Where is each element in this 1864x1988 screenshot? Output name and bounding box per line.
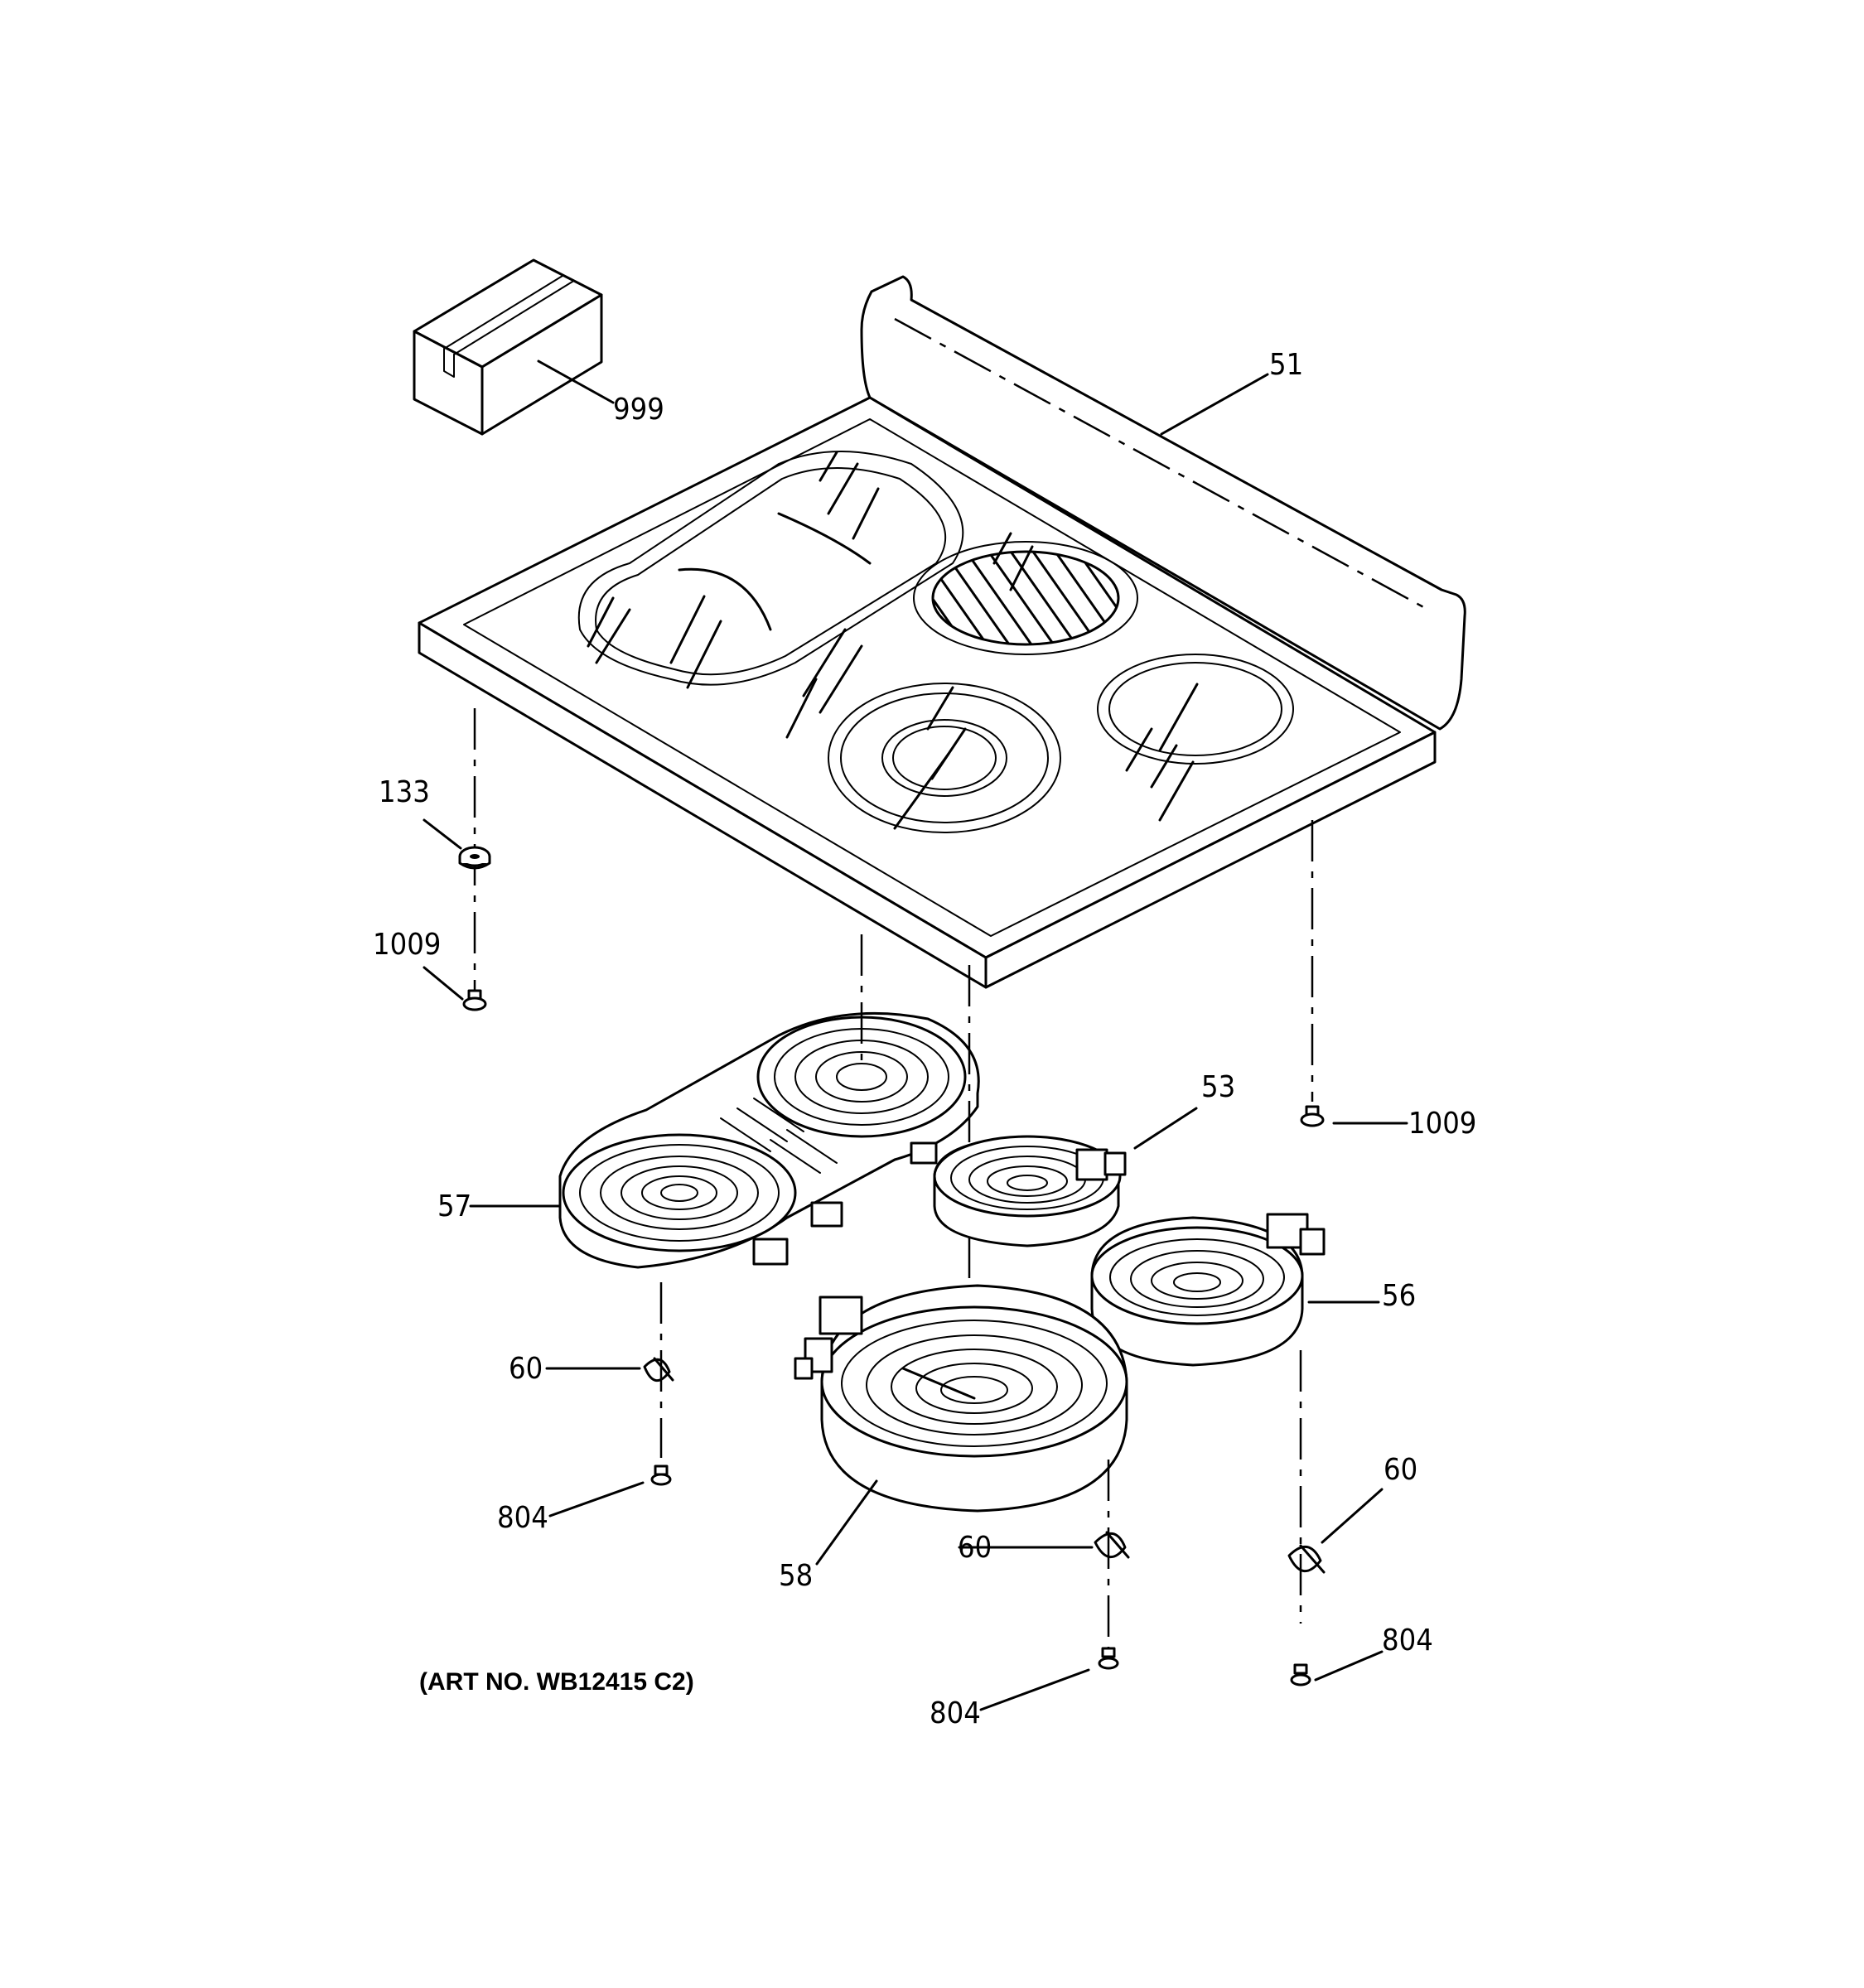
callout-999: 999 bbox=[613, 393, 664, 427]
callout-804-left: 804 bbox=[497, 1501, 548, 1535]
callout-58: 58 bbox=[779, 1559, 813, 1593]
clip-left bbox=[643, 1357, 674, 1382]
leader-lines bbox=[423, 359, 1408, 1711]
callout-1009-left: 1009 bbox=[373, 928, 441, 962]
callout-60-left: 60 bbox=[509, 1352, 543, 1386]
cooktop-main-top bbox=[418, 275, 1466, 989]
right-fastener bbox=[1300, 820, 1325, 1127]
radiant-element-53 bbox=[933, 1135, 1127, 1247]
callout-804-right: 804 bbox=[1382, 1624, 1433, 1657]
art-number: (ART NO. WB12415 C2) bbox=[419, 1668, 694, 1696]
callout-53: 53 bbox=[1201, 1070, 1235, 1104]
callout-1009-right: 1009 bbox=[1408, 1107, 1476, 1141]
screw-right bbox=[1290, 1663, 1311, 1686]
clip-center bbox=[1094, 1531, 1130, 1559]
callout-51: 51 bbox=[1269, 348, 1303, 382]
callout-60-center: 60 bbox=[958, 1531, 992, 1565]
clip-right bbox=[1287, 1544, 1326, 1574]
left-fastener-stack bbox=[458, 708, 491, 1011]
callout-57: 57 bbox=[437, 1189, 471, 1223]
callout-labels: 999 51 133 1009 1009 53 57 56 60 60 60 8… bbox=[373, 348, 1476, 1730]
callout-56: 56 bbox=[1382, 1279, 1416, 1313]
callout-60-right: 60 bbox=[1384, 1453, 1417, 1487]
callout-804-center: 804 bbox=[930, 1696, 981, 1730]
bridge-element bbox=[558, 934, 980, 1358]
screw-left bbox=[650, 1464, 672, 1486]
callout-133: 133 bbox=[379, 775, 430, 809]
parts-box bbox=[413, 258, 603, 436]
radiant-element-56 bbox=[1090, 1213, 1326, 1624]
screw-center bbox=[1098, 1647, 1119, 1670]
radiant-element-58 bbox=[794, 1284, 1128, 1657]
